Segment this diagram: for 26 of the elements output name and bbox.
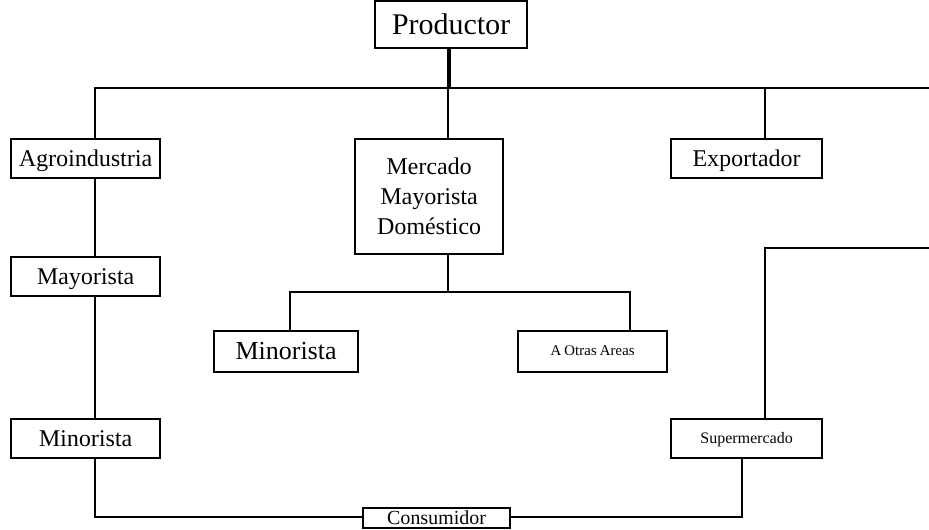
connector-line xyxy=(764,247,929,418)
connector-line xyxy=(94,459,362,518)
node-label: Consumidor xyxy=(387,506,486,530)
process-box xyxy=(10,256,161,297)
process-box xyxy=(517,330,668,373)
node-label: Minorista xyxy=(235,335,337,368)
node-label: Exportador xyxy=(692,144,800,174)
node-label: A Otras Areas xyxy=(550,342,635,361)
process-box xyxy=(670,138,823,179)
connector-line xyxy=(94,179,96,256)
process-box xyxy=(670,418,823,459)
node-label: Supermercado xyxy=(700,428,793,448)
node-label: Agroindustria xyxy=(18,144,152,174)
process-box xyxy=(213,330,359,373)
process-box xyxy=(354,138,504,255)
process-box xyxy=(362,507,511,529)
process-box xyxy=(10,418,161,459)
process-box xyxy=(10,138,161,179)
process-box xyxy=(374,0,528,49)
node-label: Productor xyxy=(392,6,510,43)
connector-line xyxy=(94,297,96,418)
node-label: Mercado Mayorista Doméstico xyxy=(376,152,482,242)
node-label: Mayorista xyxy=(36,262,134,292)
connector-line xyxy=(447,49,449,138)
node-label: Minorista xyxy=(38,424,132,454)
connector-line xyxy=(511,459,743,518)
